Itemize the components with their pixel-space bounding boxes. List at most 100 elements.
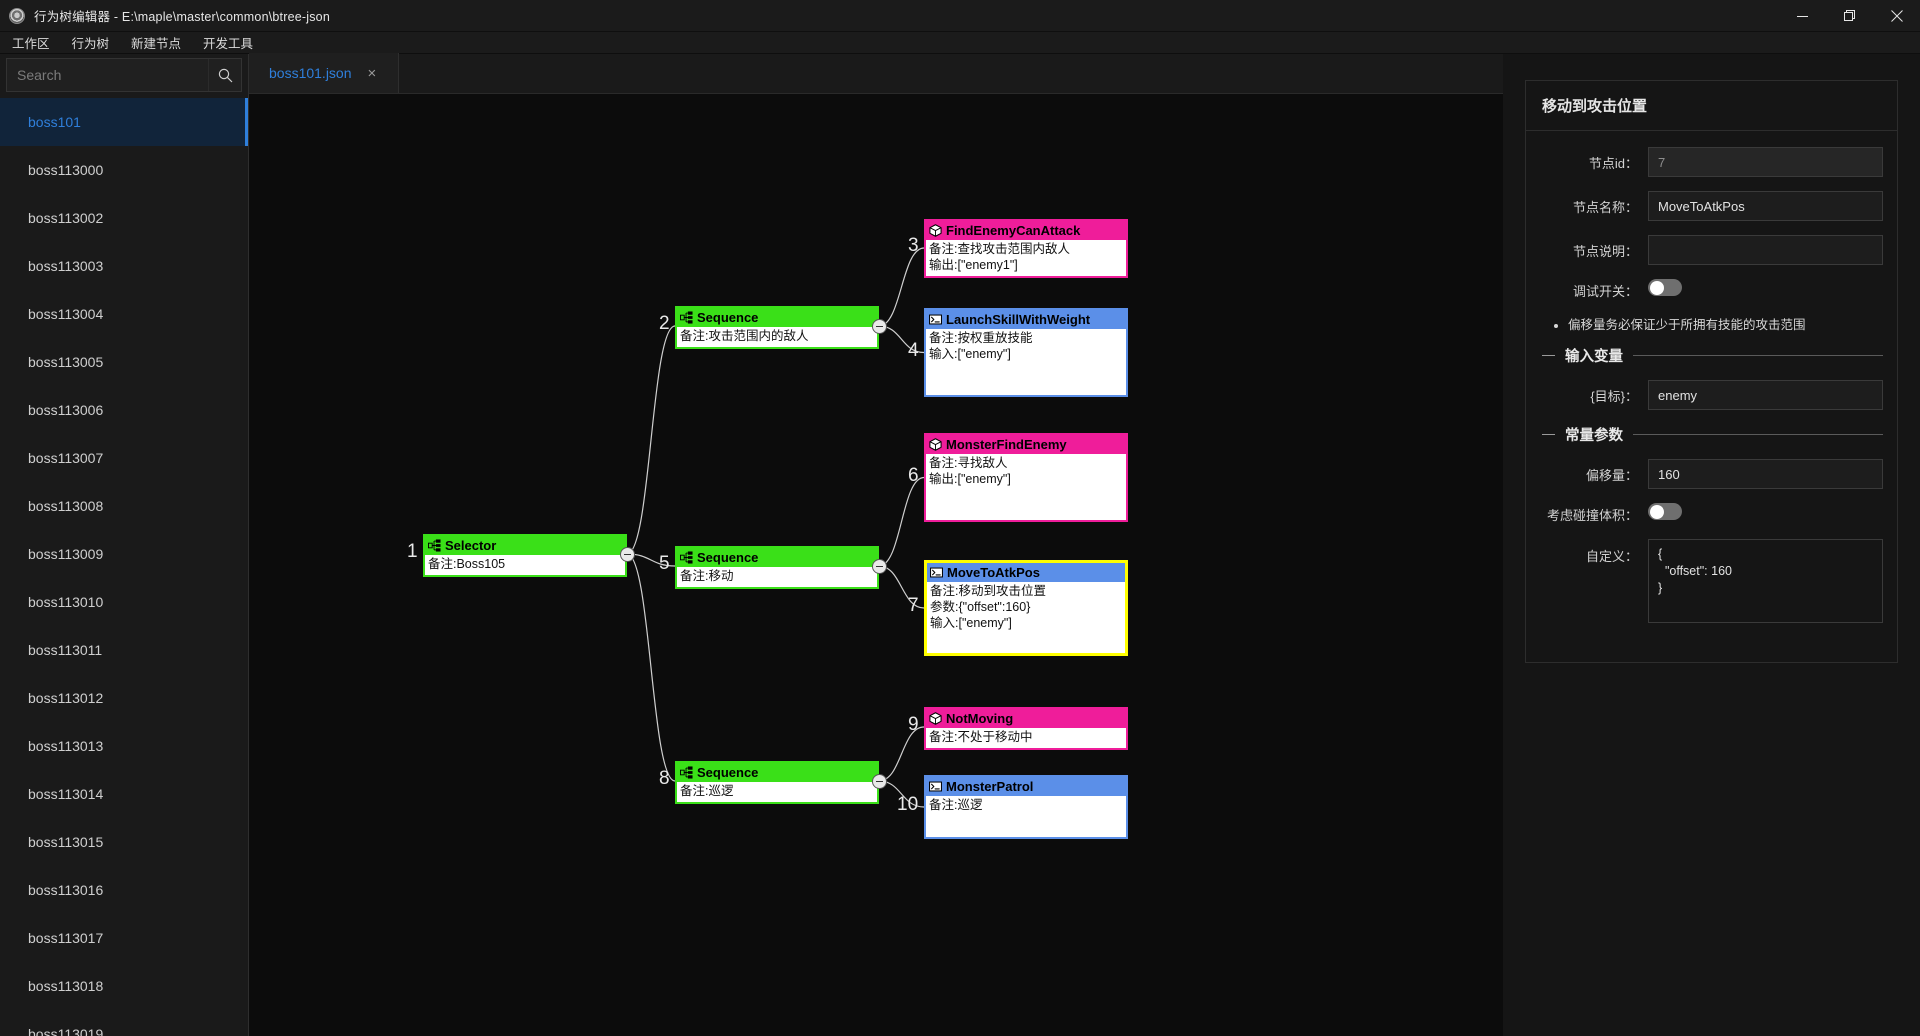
section-title: 输入变量 xyxy=(1565,349,1623,365)
tree-node-Sequence[interactable]: Sequence 备注:移动 xyxy=(675,546,879,589)
node-header: FindEnemyCanAttack xyxy=(926,221,1126,240)
menu-item-behavior-tree[interactable]: 行为树 xyxy=(71,37,110,51)
search-icon[interactable] xyxy=(208,59,241,91)
field-node-desc: 节点说明： xyxy=(1530,235,1883,265)
field-collision-label: 考虑碰撞体积： xyxy=(1546,507,1638,523)
tab-boss101-json[interactable]: boss101.json × xyxy=(249,53,399,93)
collapse-toggle-icon[interactable] xyxy=(872,319,887,334)
sidebar-item-boss101[interactable]: boss101 xyxy=(0,98,248,146)
app-gear-icon xyxy=(9,7,25,24)
node-line: 参数:{"offset":160} xyxy=(930,600,1031,614)
node-line: 输出:["enemy1"] xyxy=(929,258,1018,272)
sidebar-item-boss113019[interactable]: boss113019 xyxy=(0,1010,248,1036)
field-node-id-label: 节点id： xyxy=(1588,155,1638,171)
sidebar-item-boss113004[interactable]: boss113004 xyxy=(0,290,248,338)
tab-bar: boss101.json × xyxy=(249,53,1503,94)
sidebar-item-boss113009[interactable]: boss113009 xyxy=(0,530,248,578)
node-index-label: 1 xyxy=(407,541,418,562)
target-var-input[interactable] xyxy=(1648,380,1883,410)
tree-node-MonsterPatrol[interactable]: MonsterPatrol 备注:巡逻 xyxy=(924,775,1128,839)
node-index-label: 5 xyxy=(659,553,670,574)
sidebar-item-boss113012[interactable]: boss113012 xyxy=(0,674,248,722)
node-line: 备注:巡逻 xyxy=(680,784,734,798)
node-line: 备注:Boss105 xyxy=(428,557,506,571)
collision-toggle[interactable] xyxy=(1648,503,1682,520)
section-collapse-dash-icon[interactable] xyxy=(1542,355,1555,356)
node-line: 输出:["enemy"] xyxy=(929,472,1011,486)
tree-edge xyxy=(626,553,676,782)
menu-item-workspace[interactable]: 工作区 xyxy=(12,37,50,51)
node-header: Sequence xyxy=(677,308,877,327)
sidebar-item-boss113006[interactable]: boss113006 xyxy=(0,386,248,434)
maximize-button[interactable] xyxy=(1826,0,1873,32)
node-line: 备注:移动 xyxy=(680,569,734,583)
cube-icon xyxy=(929,224,942,237)
collapse-toggle-icon[interactable] xyxy=(620,547,635,562)
search-input[interactable] xyxy=(7,59,208,91)
node-title: MonsterPatrol xyxy=(946,779,1034,794)
sidebar-item-boss113018[interactable]: boss113018 xyxy=(0,962,248,1010)
close-button[interactable] xyxy=(1873,0,1920,32)
console-icon xyxy=(929,780,942,793)
node-title: MonsterFindEnemy xyxy=(946,437,1067,452)
file-list[interactable]: boss101 boss113000 boss113002 boss113003 bos… xyxy=(0,98,248,1036)
section-collapse-dash-icon[interactable] xyxy=(1542,434,1555,435)
window-title: 行为树编辑器 - E:\maple\master\common\btree-js… xyxy=(34,10,330,24)
collapse-toggle-icon[interactable] xyxy=(872,774,887,789)
offset-input[interactable] xyxy=(1648,459,1883,489)
node-name-input[interactable] xyxy=(1648,191,1883,221)
node-body: 备注:查找攻击范围内敌人输出:["enemy1"] xyxy=(926,240,1126,276)
sidebar-item-boss113013[interactable]: boss113013 xyxy=(0,722,248,770)
sidebar-item-label: boss113009 xyxy=(28,546,104,562)
sidebar-item-boss113017[interactable]: boss113017 xyxy=(0,914,248,962)
menu-item-new-node[interactable]: 新建节点 xyxy=(131,37,182,51)
sidebar-item-boss113015[interactable]: boss113015 xyxy=(0,818,248,866)
field-debug-switch: 调试开关： xyxy=(1530,279,1883,301)
collapse-toggle-icon[interactable] xyxy=(872,559,887,574)
sidebar-item-label: boss113015 xyxy=(28,834,104,850)
sidebar-item-boss113010[interactable]: boss113010 xyxy=(0,578,248,626)
window-controls xyxy=(1779,0,1920,32)
node-body: 备注:攻击范围内的敌人 xyxy=(677,327,877,347)
tree-node-icon xyxy=(680,311,693,324)
debug-toggle[interactable] xyxy=(1648,279,1682,296)
sidebar-item-boss113008[interactable]: boss113008 xyxy=(0,482,248,530)
node-desc-input[interactable] xyxy=(1648,235,1883,265)
sidebar-item-boss113016[interactable]: boss113016 xyxy=(0,866,248,914)
sidebar-item-label: boss113018 xyxy=(28,978,104,994)
sidebar-item-boss113014[interactable]: boss113014 xyxy=(0,770,248,818)
node-header: LaunchSkillWithWeight xyxy=(926,310,1126,329)
sidebar-item-boss113000[interactable]: boss113000 xyxy=(0,146,248,194)
sidebar-item-boss113003[interactable]: boss113003 xyxy=(0,242,248,290)
sidebar-item-label: boss113010 xyxy=(28,594,104,610)
sidebar-item-label: boss113003 xyxy=(28,258,104,274)
node-index-label: 8 xyxy=(659,768,670,789)
sidebar-item-boss113007[interactable]: boss113007 xyxy=(0,434,248,482)
sidebar-item-label: boss113002 xyxy=(28,210,104,226)
field-node-id: 节点id： xyxy=(1530,147,1883,177)
tab-close-icon[interactable]: × xyxy=(367,64,377,82)
node-title: Sequence xyxy=(697,550,759,565)
custom-json-textarea[interactable] xyxy=(1648,539,1883,623)
node-body: 备注:巡逻 xyxy=(926,796,1126,816)
node-header: MonsterFindEnemy xyxy=(926,435,1126,454)
node-body: 备注:不处于移动中 xyxy=(926,728,1126,748)
sidebar-item-boss113002[interactable]: boss113002 xyxy=(0,194,248,242)
minimize-button[interactable] xyxy=(1779,0,1826,32)
sidebar-item-boss113005[interactable]: boss113005 xyxy=(0,338,248,386)
sidebar-item-label: boss101 xyxy=(28,114,81,130)
inspector-fields: 节点id： 节点名称： 节点说明： xyxy=(1526,131,1897,662)
sidebar-item-boss113011[interactable]: boss113011 xyxy=(0,626,248,674)
menu-item-dev-tools[interactable]: 开发工具 xyxy=(203,37,254,51)
node-header: Sequence xyxy=(677,548,877,567)
node-body: 备注:Boss105 xyxy=(425,555,625,575)
